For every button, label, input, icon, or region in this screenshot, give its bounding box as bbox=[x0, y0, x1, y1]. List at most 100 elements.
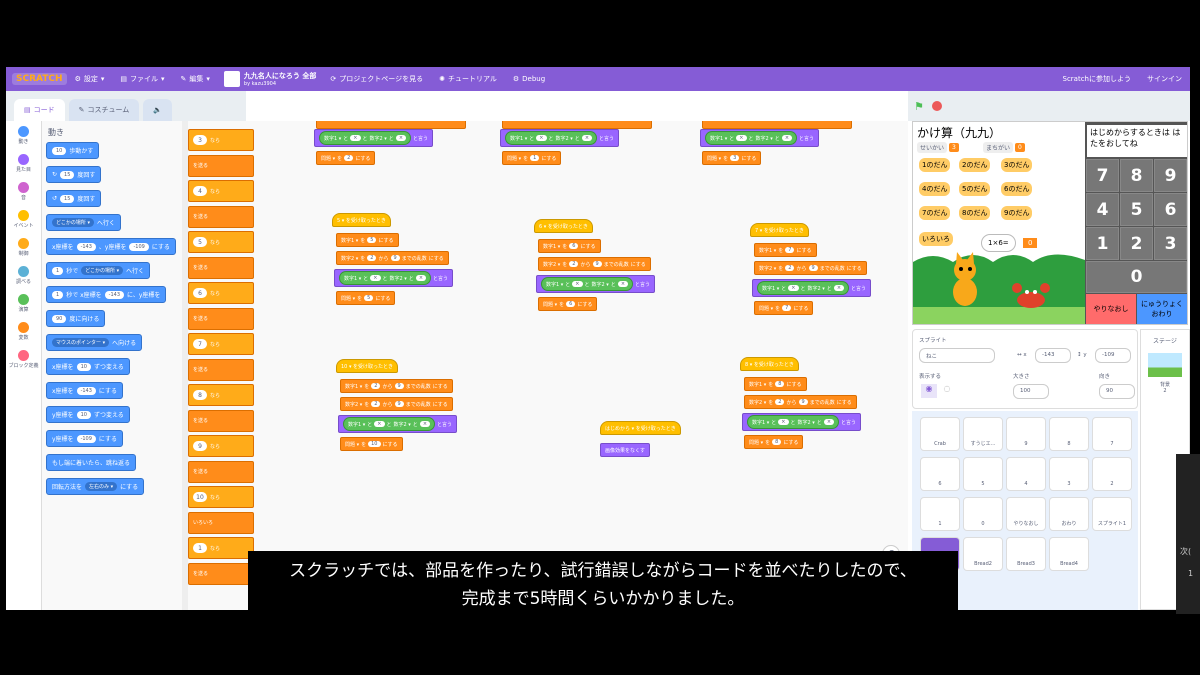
sprite-tile[interactable]: おわり bbox=[1049, 497, 1089, 531]
block-input[interactable]: 9 bbox=[394, 383, 404, 389]
dan-button[interactable]: 7のだん bbox=[919, 206, 951, 220]
sprite-tile[interactable]: Crab bbox=[920, 417, 960, 451]
block-input[interactable]: -143 bbox=[76, 242, 96, 251]
say-block[interactable]: 数字1 ▾と×と数字2 ▾と×と言う bbox=[752, 279, 872, 297]
block-input[interactable]: 7 bbox=[782, 305, 792, 311]
category-item[interactable]: ブロック定義 bbox=[6, 345, 41, 373]
sprite-tile[interactable]: 8 bbox=[1049, 417, 1089, 451]
partial-script-block[interactable]: を送る bbox=[188, 205, 254, 228]
clear-effects-block[interactable]: 画像効果をなくす bbox=[600, 443, 651, 457]
join-link[interactable]: Scratchに参加しよう bbox=[1062, 75, 1132, 83]
block-dropdown[interactable]: どこかの場所 ▾ bbox=[81, 266, 124, 275]
block-input[interactable]: 6 bbox=[566, 301, 576, 307]
say-block[interactable]: 数字1 ▾と×と数字2 ▾と×と言う bbox=[500, 129, 620, 147]
sprite-tile[interactable]: 2 bbox=[1092, 457, 1132, 491]
partial-script-block[interactable]: を送る bbox=[188, 154, 254, 177]
block-input[interactable]: 8 bbox=[775, 381, 785, 387]
say-block[interactable]: 数字1 ▾と×と数字2 ▾と×と言う bbox=[334, 269, 454, 287]
block-input[interactable]: 2 bbox=[775, 399, 785, 405]
block-input[interactable]: 10 bbox=[76, 410, 91, 419]
join-operator[interactable]: 数字1 ▾と×と数字2 ▾と× bbox=[339, 271, 432, 285]
dan-button[interactable]: 2のだん bbox=[959, 158, 991, 172]
dan-button[interactable]: 1のだん bbox=[919, 158, 951, 172]
hat-block[interactable]: 7 ▾ を受け取ったとき bbox=[750, 223, 809, 237]
size-input[interactable]: 100 bbox=[1013, 384, 1049, 399]
block-input[interactable]: 1 bbox=[530, 155, 540, 161]
hat-block[interactable]: 10 ▾ を受け取ったとき bbox=[336, 359, 399, 373]
category-item[interactable]: イベント bbox=[6, 205, 41, 233]
block-input[interactable]: 7 bbox=[785, 247, 795, 253]
dan-button[interactable]: 4のだん bbox=[919, 182, 951, 196]
block-input[interactable]: 8 bbox=[772, 439, 782, 445]
category-item[interactable]: 動き bbox=[6, 121, 41, 149]
key-1[interactable]: 1 bbox=[1086, 227, 1119, 260]
say-block[interactable]: 数字1 ▾と×と数字2 ▾と×と言う bbox=[314, 129, 434, 147]
sprite-name-input[interactable]: ねこ bbox=[919, 348, 995, 363]
sprite-tile[interactable]: 1 bbox=[920, 497, 960, 531]
join-operator[interactable]: 数字1 ▾と×と数字2 ▾と× bbox=[757, 281, 850, 295]
sprite-tile[interactable]: 3 bbox=[1049, 457, 1089, 491]
join-operator[interactable]: 数字1 ▾と×と数字2 ▾と× bbox=[505, 131, 598, 145]
say-block[interactable]: 数字1 ▾と×と数字2 ▾と×と言う bbox=[742, 413, 862, 431]
block-input[interactable]: -143 bbox=[76, 386, 96, 395]
block-input[interactable]: 5 bbox=[364, 295, 374, 301]
retry-button[interactable]: やりなおし bbox=[1086, 294, 1136, 324]
tab-costume[interactable]: ✎コスチューム bbox=[68, 99, 140, 121]
settings-menu[interactable]: ⚙設定 ▾ bbox=[74, 75, 105, 83]
palette-scrollbar[interactable] bbox=[182, 121, 188, 610]
see-project-button[interactable]: ⟳プロジェクトページを見る bbox=[330, 75, 424, 83]
motion-block[interactable]: どこかの場所 ▾へ行く bbox=[46, 214, 121, 231]
block-input[interactable]: 1 bbox=[52, 290, 64, 299]
green-flag-icon[interactable]: ⚑ bbox=[914, 99, 924, 113]
say-block[interactable]: 数字1 ▾と×と数字2 ▾と×と言う bbox=[700, 129, 820, 147]
partial-script-block[interactable]: を送る bbox=[188, 256, 254, 279]
key-4[interactable]: 4 bbox=[1086, 193, 1119, 226]
y-input[interactable]: -109 bbox=[1095, 348, 1131, 363]
dan-button[interactable]: 9のだん bbox=[1001, 206, 1033, 220]
category-item[interactable]: 変数 bbox=[6, 317, 41, 345]
category-item[interactable]: 制御 bbox=[6, 233, 41, 261]
block-input[interactable]: 5 bbox=[367, 237, 377, 243]
category-item[interactable]: 演算 bbox=[6, 289, 41, 317]
cat-sprite[interactable] bbox=[953, 252, 977, 306]
block-dropdown[interactable]: どこかの場所 ▾ bbox=[52, 218, 94, 227]
category-item[interactable]: 調べる bbox=[6, 261, 41, 289]
set-variable-block[interactable] bbox=[502, 121, 652, 129]
dan-button[interactable]: 5のだん bbox=[959, 182, 991, 196]
category-item[interactable]: 見た目 bbox=[6, 149, 41, 177]
join-operator[interactable]: 数字1 ▾と×と数字2 ▾と× bbox=[319, 131, 412, 145]
sprite-tile[interactable]: 7 bbox=[1092, 417, 1132, 451]
block-input[interactable]: 9 bbox=[394, 401, 404, 407]
sprite-tile[interactable]: Bread3 bbox=[1006, 537, 1046, 571]
category-item[interactable]: 音 bbox=[6, 177, 41, 205]
motion-block[interactable]: 回転方法を左右のみ ▾にする bbox=[46, 478, 145, 495]
join-operator[interactable]: 数字1 ▾と×と数字2 ▾と× bbox=[541, 277, 634, 291]
sprite-tile[interactable]: やりなおし bbox=[1006, 497, 1046, 531]
block-input[interactable]: 2 bbox=[785, 265, 795, 271]
dan-button[interactable]: 3のだん bbox=[1001, 158, 1033, 172]
sprite-tile[interactable]: すうじエ... bbox=[963, 417, 1003, 451]
partial-script-block[interactable]: を送る bbox=[188, 460, 254, 483]
